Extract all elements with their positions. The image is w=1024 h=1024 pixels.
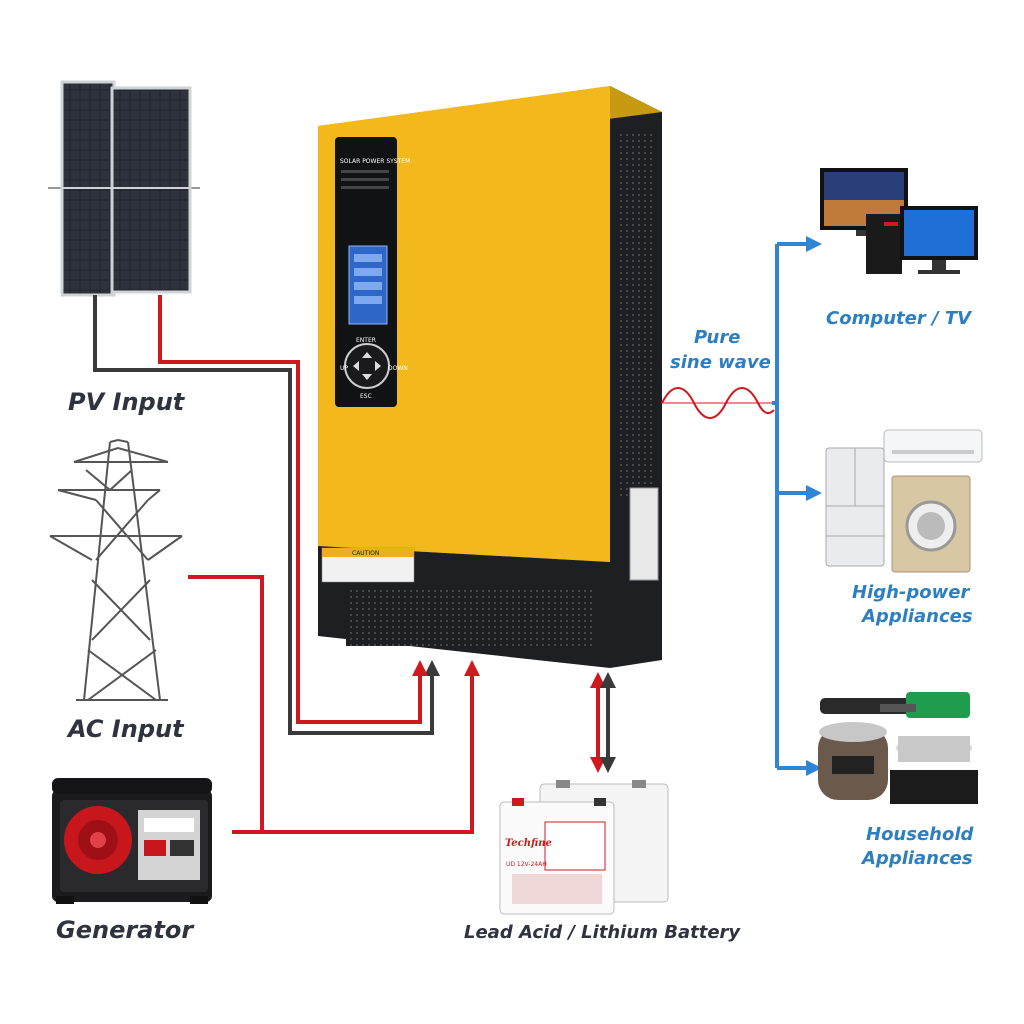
high-power-label-1: High-power [852,582,970,603]
wave-label-line1: Pure [694,327,740,348]
down-button-label: DOWN [388,365,408,372]
pv-input-label: PV Input [68,388,186,416]
generator-label: Generator [56,916,195,944]
esc-button-label: ESC [360,393,372,400]
high-power-label-2: Appliances [860,606,973,627]
panel-title: SOLAR POWER SYSTEM [340,158,410,165]
high-power-appliances-icon [825,429,983,573]
caution-label: CAUTION [352,550,379,557]
up-button-label: UP [340,365,348,372]
battery-model: UD 12V-24AH [506,861,547,868]
control-dial[interactable] [344,343,390,389]
wave-label-line2: sine wave [670,352,771,373]
sine-wave-icon [661,387,775,419]
transmission-tower-icon [49,438,183,701]
computer-tv-icon [820,168,978,274]
enter-button-label: ENTER [356,337,376,344]
battery-label: Lead Acid / Lithium Battery [464,922,741,943]
household-label-1: Household [866,824,975,845]
inverter-icon: CAUTION SOLAR POWER SYSTEM ENTER ESC UP … [318,86,662,668]
household-label-2: Appliances [860,848,973,869]
battery-icon: Techfine UD 12V-24AH [499,780,669,915]
solar-panel-icon [48,80,200,297]
battery-brand: Techfine [505,838,552,849]
pv-negative-wire [93,295,440,735]
output-bus-line [772,244,779,768]
household-appliances-icon [818,692,978,804]
computer-tv-label: Computer / TV [826,308,973,329]
generator-icon [52,778,212,904]
ac-input-label: AC Input [66,715,185,743]
pv-positive-wire [158,295,428,724]
